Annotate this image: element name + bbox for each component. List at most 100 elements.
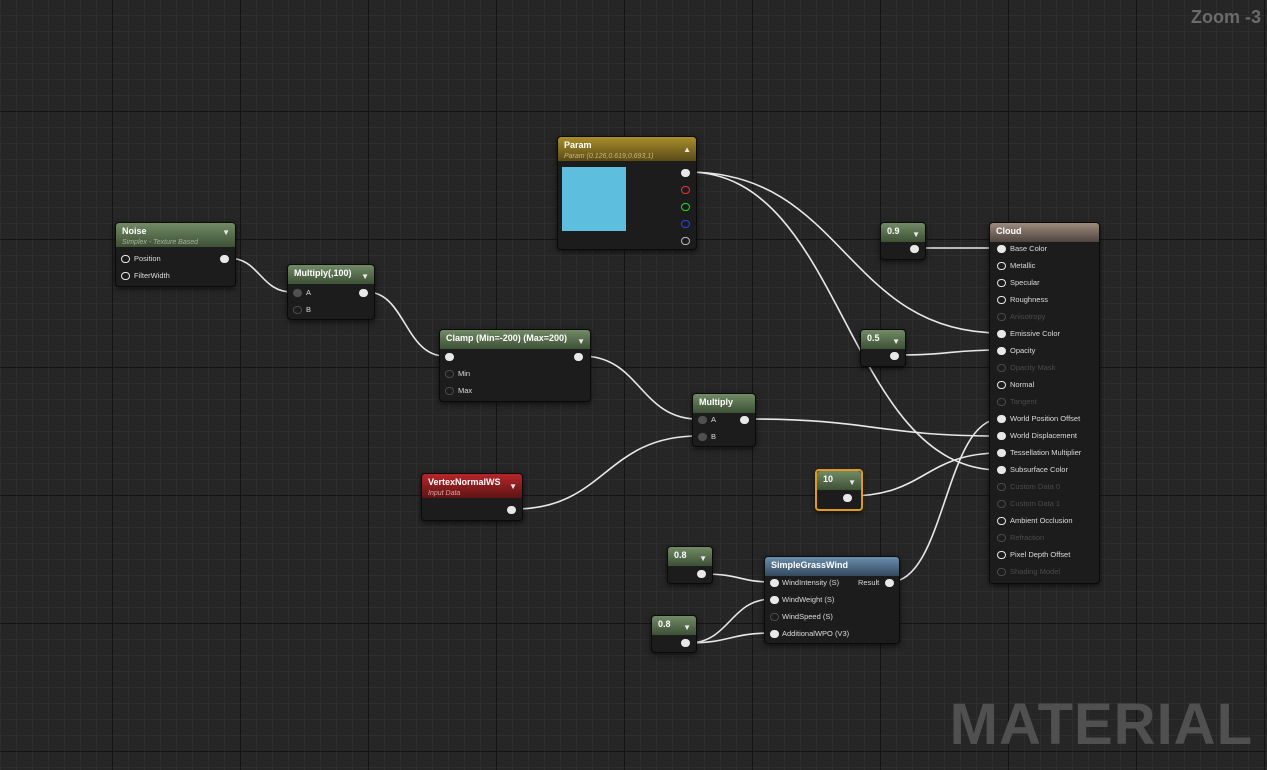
constant-0-9-node[interactable]: 0.9 ▼ <box>880 222 926 260</box>
chevron-down-icon[interactable]: ▼ <box>222 228 230 237</box>
clamp-output-pin[interactable] <box>574 353 583 361</box>
param-r-output-pin[interactable] <box>681 186 690 194</box>
param-b-output-pin[interactable] <box>681 220 690 228</box>
windintensity-pin[interactable] <box>770 579 779 587</box>
multiply-node-header[interactable]: Multiply <box>693 394 755 413</box>
collapse-up-icon[interactable]: ▲ <box>683 145 691 154</box>
zoom-level-label: Zoom -3 <box>1191 7 1261 27</box>
multiply100-output-pin[interactable] <box>359 289 368 297</box>
cloud-material-node[interactable]: Cloud Base Color Metallic Specular Rough… <box>989 222 1100 584</box>
windweight-pin[interactable] <box>770 596 779 604</box>
world-displacement-label: World Displacement <box>1010 431 1077 440</box>
wire-const10-to-tessellation <box>849 452 1001 497</box>
simplegrasswind-node-header[interactable]: SimpleGrassWind <box>765 557 899 576</box>
simplegrasswind-node[interactable]: SimpleGrassWind WindIntensity (S) WindWe… <box>764 556 900 644</box>
multiply-a-label: A <box>711 415 717 424</box>
material-watermark: MATERIAL <box>949 692 1253 757</box>
chevron-down-icon[interactable]: ▼ <box>509 482 517 491</box>
additionalwpo-label: AdditionalWPO (V3) <box>782 629 850 638</box>
chevron-down-icon[interactable]: ▼ <box>892 337 900 346</box>
pixel-depth-offset-label: Pixel Depth Offset <box>1010 550 1071 559</box>
param-color-swatch[interactable] <box>562 167 626 231</box>
param-g-output-pin[interactable] <box>681 203 690 211</box>
multiply-a-pin[interactable] <box>698 416 707 424</box>
world-position-offset-pin[interactable] <box>997 415 1006 423</box>
clamp-input-pin[interactable] <box>445 353 454 361</box>
chevron-down-icon[interactable]: ▼ <box>912 230 920 239</box>
ambient-occlusion-pin[interactable] <box>997 517 1006 525</box>
world-displacement-pin[interactable] <box>997 432 1006 440</box>
constant-0-8-top-header[interactable]: 0.8 ▼ <box>668 547 712 566</box>
refraction-pin[interactable] <box>997 534 1006 542</box>
multiply100-a-pin[interactable] <box>293 289 302 297</box>
clamp-node-header[interactable]: Clamp (Min=-200) (Max=200) ▼ <box>440 330 590 349</box>
chevron-down-icon[interactable]: ▼ <box>577 337 585 346</box>
base-color-pin[interactable] <box>997 245 1006 253</box>
custom-data-1-pin[interactable] <box>997 500 1006 508</box>
vertexnormalws-node-subtitle: Input Data <box>428 490 461 497</box>
noise-position-pin[interactable] <box>121 255 130 263</box>
tessellation-multiplier-label: Tessellation Multiplier <box>1010 448 1082 457</box>
subsurface-color-label: Subsurface Color <box>1010 465 1068 474</box>
constant-0-5-header[interactable]: 0.5 ▼ <box>861 330 905 349</box>
clamp-max-pin[interactable] <box>445 387 454 395</box>
multiply-output-pin[interactable] <box>740 416 749 424</box>
vertexnormalws-node[interactable]: VertexNormalWS Input Data ▼ <box>421 473 523 521</box>
param-node-subtitle: Param (0.126,0.619,0.693,1) <box>564 153 654 160</box>
noise-filterwidth-pin[interactable] <box>121 272 130 280</box>
roughness-pin[interactable] <box>997 296 1006 304</box>
chevron-down-icon[interactable]: ▼ <box>683 623 691 632</box>
noise-filterwidth-label: FilterWidth <box>134 271 170 280</box>
opacity-pin[interactable] <box>997 347 1006 355</box>
param-a-output-pin[interactable] <box>681 237 690 245</box>
vertexnormalws-node-header[interactable]: VertexNormalWS Input Data ▼ <box>422 474 522 498</box>
multiply100-node[interactable]: Multiply(,100) ▼ A B <box>287 264 375 320</box>
emissive-color-pin[interactable] <box>997 330 1006 338</box>
tessellation-multiplier-pin[interactable] <box>997 449 1006 457</box>
custom-data-0-pin[interactable] <box>997 483 1006 491</box>
constant-0-9-output-pin[interactable] <box>910 245 919 253</box>
multiply-b-pin[interactable] <box>698 433 707 441</box>
windspeed-pin[interactable] <box>770 613 779 621</box>
cloud-node-header[interactable]: Cloud <box>990 223 1099 242</box>
constant-0-8-bottom-header[interactable]: 0.8 ▼ <box>652 616 696 635</box>
multiply100-node-header[interactable]: Multiply(,100) ▼ <box>288 265 374 284</box>
constant-10-output-pin[interactable] <box>843 494 852 502</box>
constant-0-9-header[interactable]: 0.9 ▼ <box>881 223 925 242</box>
constant-0-5-node[interactable]: 0.5 ▼ <box>860 329 906 367</box>
param-node-header[interactable]: Param Param (0.126,0.619,0.693,1) ▲ <box>558 137 696 161</box>
param-node[interactable]: Param Param (0.126,0.619,0.693,1) ▲ <box>557 136 697 250</box>
additionalwpo-pin[interactable] <box>770 630 779 638</box>
tangent-pin[interactable] <box>997 398 1006 406</box>
constant-10-node[interactable]: 10 ▼ <box>815 469 863 511</box>
constant-0-8-bottom-output-pin[interactable] <box>681 639 690 647</box>
vertexnormalws-output-pin[interactable] <box>507 506 516 514</box>
metallic-pin[interactable] <box>997 262 1006 270</box>
noise-node-header[interactable]: Noise Simplex - Texture Based ▼ <box>116 223 235 247</box>
subsurface-color-pin[interactable] <box>997 466 1006 474</box>
constant-0-8-top-output-pin[interactable] <box>697 570 706 578</box>
constant-0-8-bottom-node[interactable]: 0.8 ▼ <box>651 615 697 653</box>
opacity-mask-pin[interactable] <box>997 364 1006 372</box>
shading-model-label: Shading Model <box>1010 567 1061 576</box>
chevron-down-icon[interactable]: ▼ <box>699 554 707 563</box>
noise-output-pin[interactable] <box>220 255 229 263</box>
shading-model-pin[interactable] <box>997 568 1006 576</box>
clamp-min-pin[interactable] <box>445 370 454 378</box>
chevron-down-icon[interactable]: ▼ <box>361 272 369 281</box>
normal-pin[interactable] <box>997 381 1006 389</box>
pixel-depth-offset-pin[interactable] <box>997 551 1006 559</box>
constant-0-8-top-node[interactable]: 0.8 ▼ <box>667 546 713 584</box>
constant-0-5-output-pin[interactable] <box>890 352 899 360</box>
chevron-down-icon[interactable]: ▼ <box>848 478 856 487</box>
noise-node[interactable]: Noise Simplex - Texture Based ▼ Position… <box>115 222 236 287</box>
result-output-pin[interactable] <box>885 579 894 587</box>
param-rgb-output-pin[interactable] <box>681 169 690 177</box>
anisotropy-pin[interactable] <box>997 313 1006 321</box>
clamp-node[interactable]: Clamp (Min=-200) (Max=200) ▼ Min Max <box>439 329 591 402</box>
wire-clamp-to-multiply <box>581 355 699 420</box>
multiply-node[interactable]: Multiply A B <box>692 393 756 447</box>
specular-pin[interactable] <box>997 279 1006 287</box>
multiply100-b-pin[interactable] <box>293 306 302 314</box>
constant-10-header[interactable]: 10 ▼ <box>817 471 861 490</box>
